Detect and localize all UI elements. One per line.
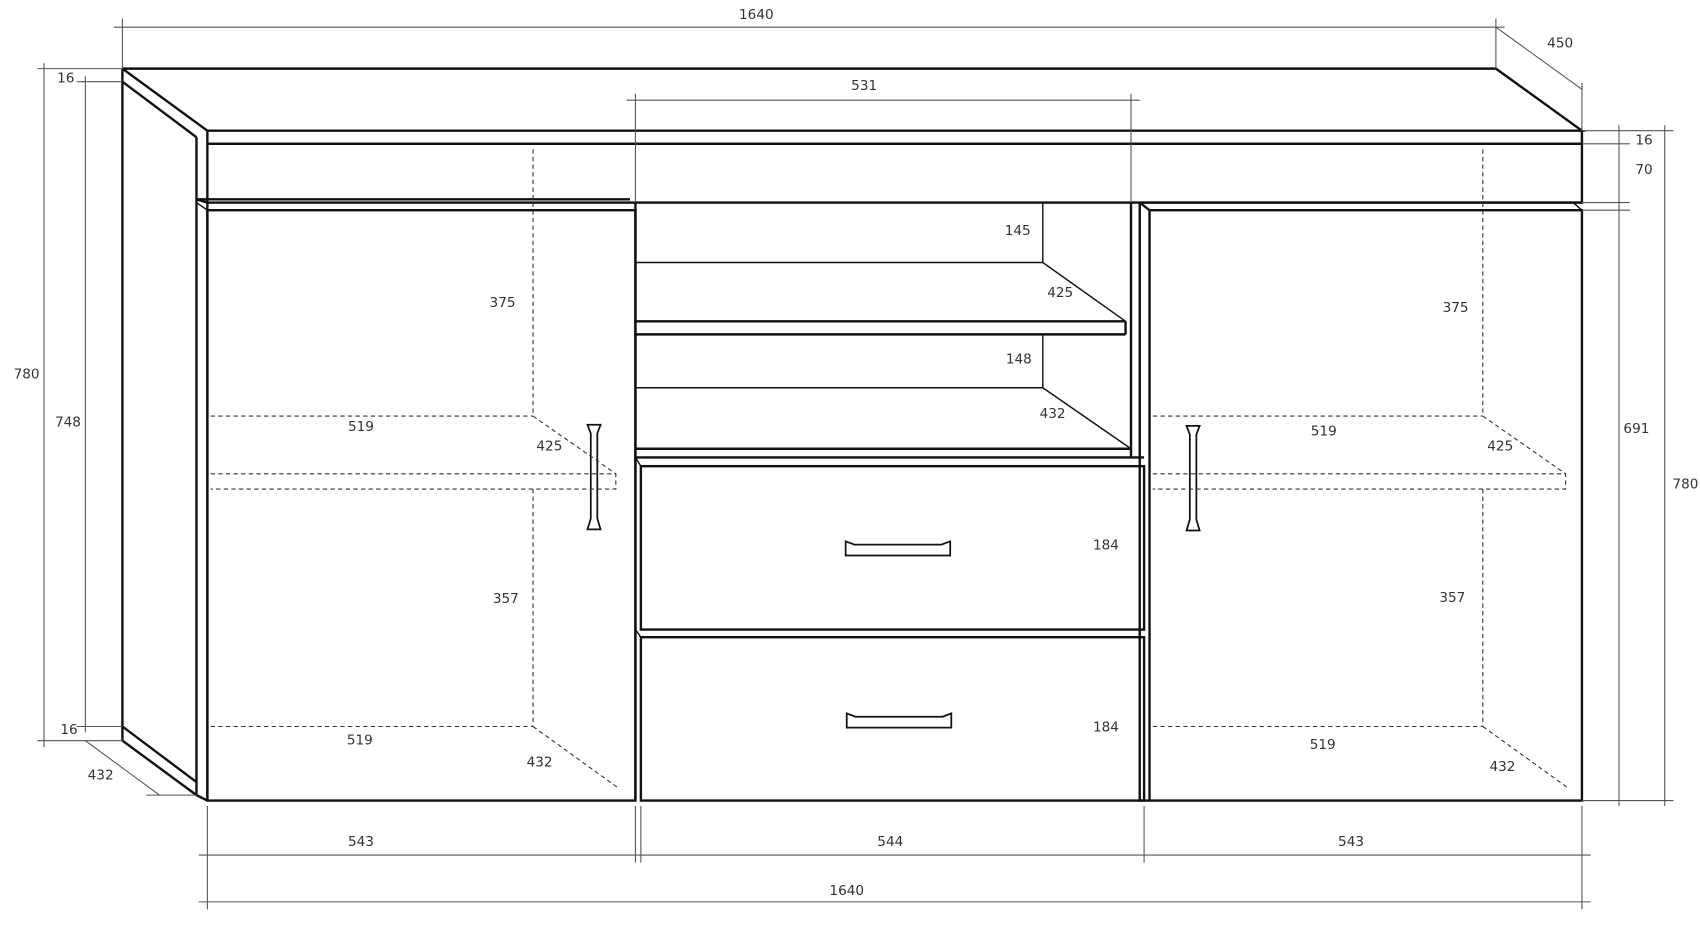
dim-right-lower-height: 357 [1439,590,1465,606]
dim-right-upper-height: 375 [1443,300,1469,316]
dim-left-top-thickness: 16 [57,70,74,86]
dim-right-frieze: 70 [1635,162,1652,178]
dim-bottom-right-width: 543 [1338,834,1364,850]
dim-left-bottom-width: 519 [347,733,373,749]
dim-right-shelf-width: 519 [1311,423,1337,439]
dim-height-right: 780 [1672,477,1698,493]
dim-left-shelf-width: 519 [348,419,374,435]
dimension-lines [37,18,1674,910]
dim-height-left: 780 [14,367,40,383]
drawer-bottom-handle[interactable] [845,712,953,729]
dim-right-front-height: 691 [1623,421,1649,437]
dim-left-shelf-depth: 425 [536,439,562,455]
right-cabinet-hidden-lines [1152,149,1570,790]
dim-left-lower-height: 357 [493,591,519,607]
dim-shelf1-depth: 425 [1047,285,1073,301]
right-door[interactable] [1138,201,1584,802]
right-door-handle[interactable] [1185,425,1201,532]
left-door[interactable] [196,198,637,802]
dim-bottom-left-width: 543 [348,834,374,850]
middle-shelves [634,202,1145,801]
dim-left-inner-height: 748 [55,415,81,431]
drawer-top-handle[interactable] [844,540,952,557]
dim-left-depth: 432 [88,768,114,784]
dim-right-top-thickness: 16 [1635,133,1652,149]
left-side-panel [121,68,208,802]
dim-shelf2-height: 148 [1006,351,1032,367]
left-door-handle[interactable] [586,423,602,531]
dim-bottom-middle-width: 544 [877,834,903,850]
dim-middle-open-width: 531 [851,78,877,94]
dim-shelf2-depth: 432 [1040,406,1066,422]
dimension-labels: 1640 450 531 16 780 748 16 432 16 70 691… [14,7,1699,899]
dim-right-bottom-width: 519 [1310,737,1336,753]
dim-right-bottom-depth: 432 [1489,759,1515,775]
dim-overall-width-bottom: 1640 [829,883,864,899]
dim-depth: 450 [1547,36,1573,52]
dim-drawer2-height: 184 [1093,720,1119,736]
dim-left-bottom-depth: 432 [527,754,553,770]
dim-shelf1-height: 145 [1005,223,1031,239]
dim-overall-width-top: 1640 [739,7,774,23]
drawer-top[interactable] [634,457,1146,631]
dim-left-upper-height: 375 [490,295,516,311]
drawer-bottom[interactable] [634,629,1146,802]
dim-right-shelf-depth: 425 [1487,439,1513,455]
dim-drawer1-height: 184 [1093,538,1119,554]
frieze [206,142,1584,204]
left-cabinet-hidden-lines [210,149,620,790]
dim-left-bottom-thickness: 16 [60,722,77,738]
